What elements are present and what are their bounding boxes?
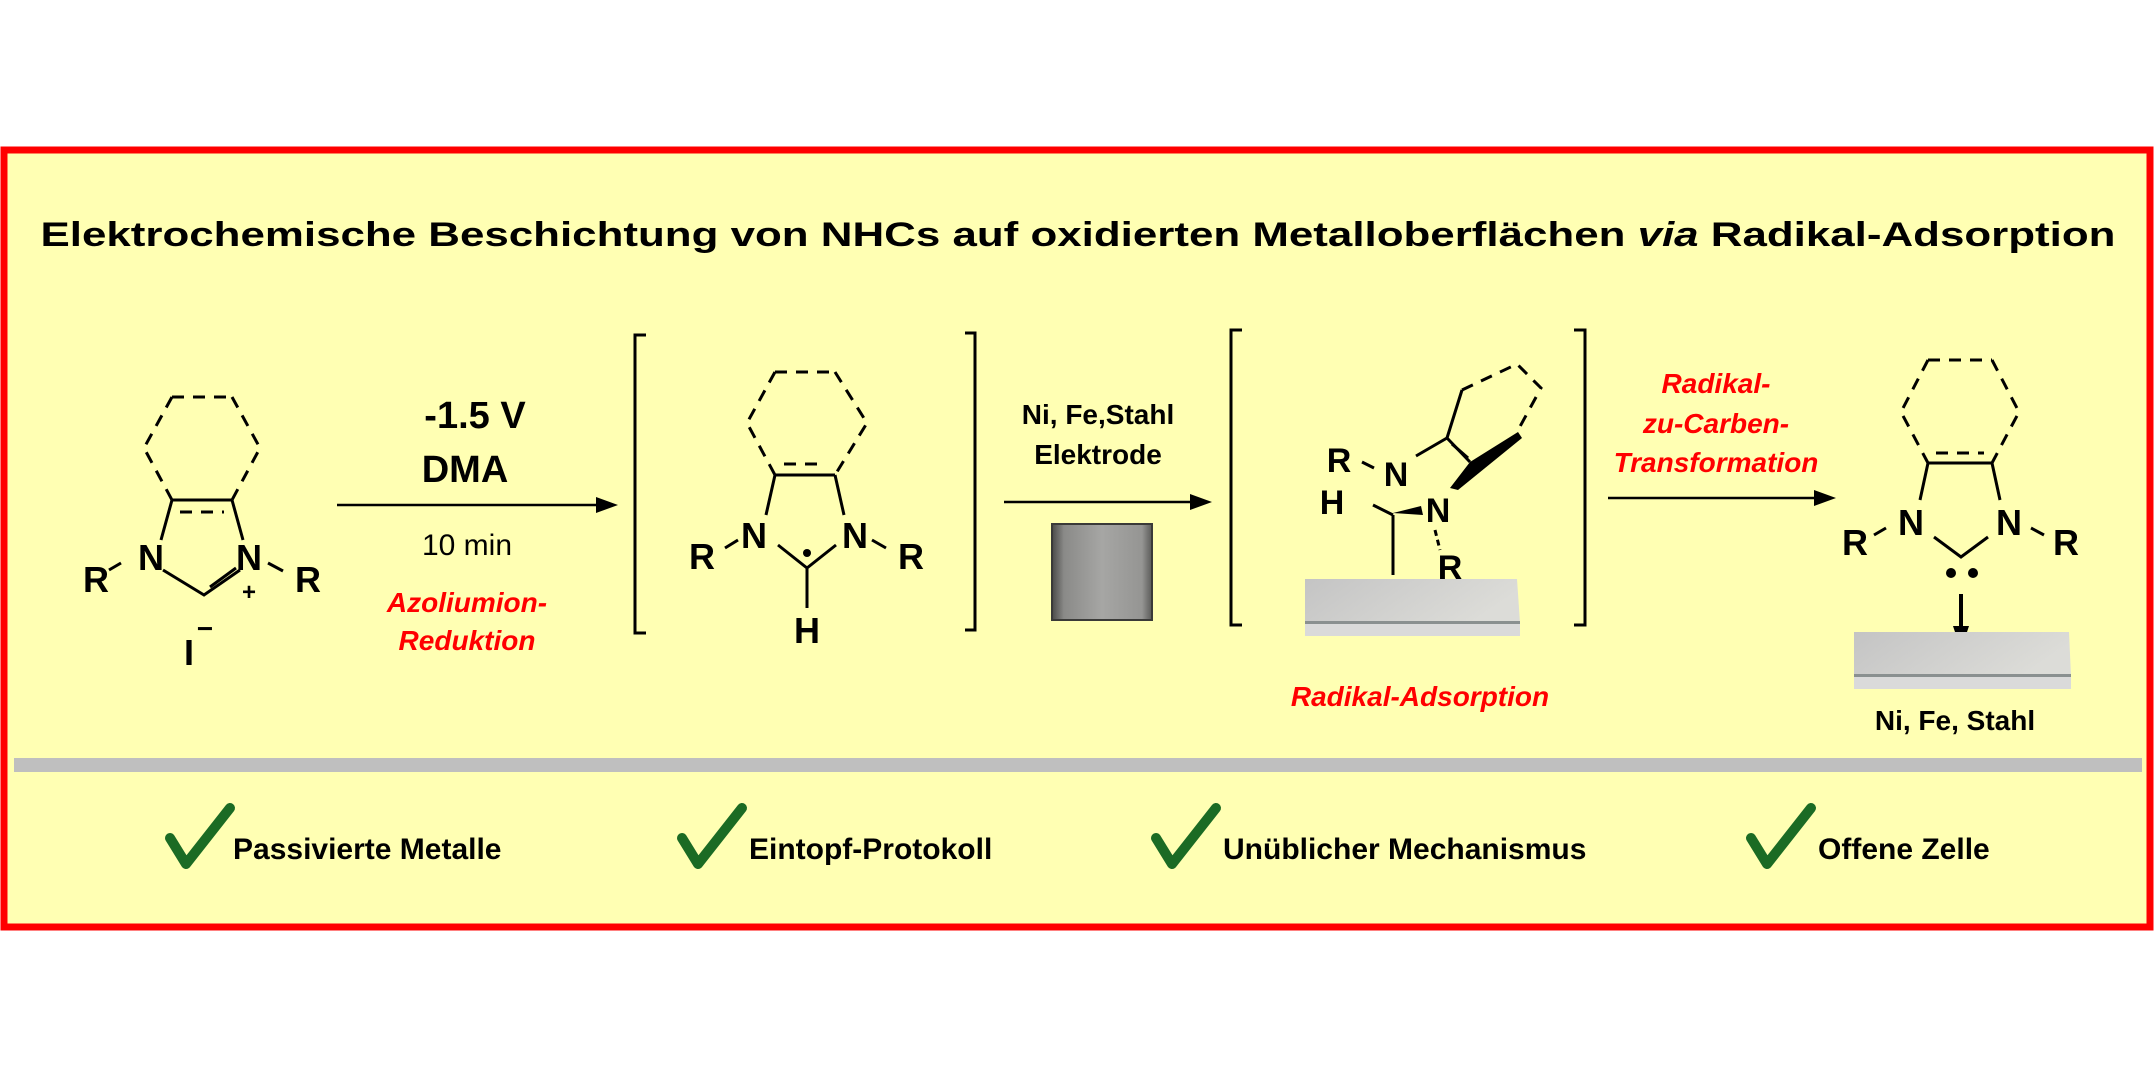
adsorption-label: Radikal-Adsorption — [1291, 681, 1549, 712]
lone-pair-dot — [1968, 568, 1978, 578]
feature-item: Offene Zelle — [1746, 803, 1990, 869]
electrode-label: Elektrode — [1034, 439, 1162, 470]
atom-n: N — [1898, 502, 1924, 543]
azolium-salt-structure: N N R R + I − — [83, 395, 321, 673]
atom-n: N — [1426, 492, 1451, 530]
atom-n: N — [138, 537, 164, 578]
atom-h: H — [794, 610, 820, 651]
atom-n: N — [741, 515, 767, 556]
atom-r: R — [689, 536, 715, 577]
divider — [14, 758, 2142, 772]
step1-reaction-arrow: -1.5 V DMA 10 min Azoliumion- Reduktion — [337, 395, 618, 656]
metal-surface — [1854, 632, 2071, 676]
surface-metals-label: Ni, Fe, Stahl — [1875, 705, 2035, 736]
page-title: Elektrochemische Beschichtung von NHCs a… — [41, 216, 2116, 254]
potential-label: -1.5 V — [424, 395, 526, 437]
atom-r: R — [2053, 522, 2079, 563]
step3-name-line2: zu-Carben- — [1642, 408, 1789, 439]
feature-item: Eintopf-Protokoll — [677, 803, 992, 869]
feature-list: Passivierte Metalle Eintopf-Protokoll Un… — [165, 803, 1990, 869]
nhc-on-surface-structure: N N R R Ni, Fe, Stahl — [1842, 358, 2079, 736]
step3-name-line1: Radikal- — [1662, 368, 1771, 399]
step1-name-line2: Reduktion — [399, 625, 536, 656]
adsorbed-radical-structure: R N H N R Radikal-Adsorption — [1229, 328, 1587, 712]
atom-n: N — [842, 515, 868, 556]
solvent-label: DMA — [422, 449, 509, 491]
minus-charge: − — [197, 613, 213, 644]
feature-item: Passivierte Metalle — [165, 803, 502, 869]
radical-dot — [803, 549, 811, 557]
atom-n: N — [1996, 502, 2022, 543]
feature-item: Unüblicher Mechanismus — [1151, 803, 1586, 869]
atom-r: R — [295, 559, 321, 600]
atom-r: R — [1327, 442, 1352, 480]
lone-pair-dot — [1946, 568, 1956, 578]
electrode-metals-label: Ni, Fe,Stahl — [1022, 399, 1174, 430]
radical-intermediate-structure: N N R R H — [633, 331, 977, 651]
atom-h: H — [1320, 484, 1345, 522]
atom-n: N — [236, 537, 262, 578]
iodide-counterion: I — [184, 632, 194, 673]
check-icon — [1746, 803, 1816, 869]
feature-label: Offene Zelle — [1818, 833, 1990, 866]
atom-n: N — [1384, 456, 1409, 494]
step1-name-line1: Azoliumion- — [386, 587, 547, 618]
check-icon — [165, 803, 235, 869]
atom-r: R — [1842, 522, 1868, 563]
metal-surface — [1305, 579, 1520, 623]
atom-r: R — [1438, 549, 1463, 587]
step2-reaction-arrow: Ni, Fe,Stahl Elektrode — [1004, 399, 1212, 621]
atom-r: R — [83, 559, 109, 600]
check-icon — [1151, 803, 1221, 869]
feature-label: Unüblicher Mechanismus — [1223, 833, 1586, 866]
feature-label: Passivierte Metalle — [233, 833, 502, 866]
feature-label: Eintopf-Protokoll — [749, 833, 992, 866]
step3-reaction-arrow: Radikal- zu-Carben- Transformation — [1608, 368, 1836, 506]
electrode-photo — [1051, 523, 1153, 621]
step3-name-line3: Transformation — [1614, 447, 1819, 478]
check-icon — [677, 803, 747, 869]
time-label: 10 min — [422, 529, 512, 562]
plus-charge: + — [242, 579, 256, 606]
atom-r: R — [898, 536, 924, 577]
